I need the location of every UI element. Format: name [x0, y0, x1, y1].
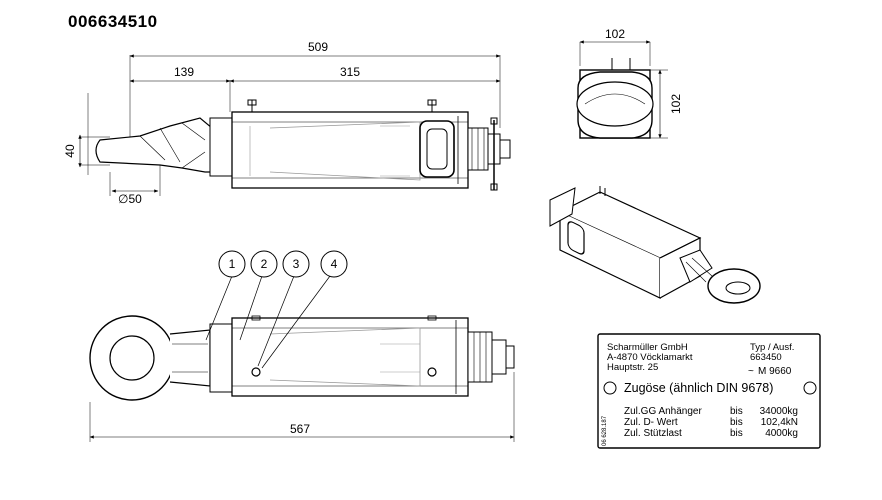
bottom-plan-view — [89, 250, 515, 442]
plate-street: Hauptstr. 25 — [607, 362, 658, 373]
callout-4: 4 — [331, 257, 338, 271]
plate-company: Scharmüller GmbH — [607, 342, 688, 353]
plate-row-value-3: 4000kg — [765, 428, 798, 439]
plate-row-bis-2: bis — [730, 417, 743, 428]
plate-type-label: Typ / Ausf. — [750, 342, 794, 353]
plate-wave-icon: ~ — [748, 366, 754, 377]
callout-2: 2 — [261, 257, 268, 271]
plate-product: Zugöse (ähnlich DIN 9678) — [624, 381, 773, 395]
plate-row-value-2: 102,4kN — [761, 417, 798, 428]
dim-total-length-bottom: 567 — [290, 422, 310, 436]
plate-row-label-3: Zul. Stützlast — [624, 428, 682, 439]
plate-address: A-4870 Vöcklamarkt — [607, 352, 693, 363]
dim-left-length: 139 — [174, 65, 194, 79]
dim-end-height: 102 — [669, 94, 683, 114]
plate-side-code: 06 628.187 — [602, 415, 608, 446]
callout-1: 1 — [229, 257, 236, 271]
dim-end-width: 102 — [605, 27, 625, 41]
plate-row-label-2: Zul. D- Wert — [624, 417, 678, 428]
dim-total-length-top: 509 — [308, 40, 328, 54]
plate-row-label-1: Zul.GG Anhänger — [624, 406, 702, 417]
callout-3: 3 — [293, 257, 300, 271]
plate-mark: M 9660 — [758, 366, 792, 377]
isometric-view — [549, 186, 761, 304]
plate-row-bis-3: bis — [730, 428, 743, 439]
top-side-view — [78, 54, 511, 196]
plate-type-value: 663450 — [750, 352, 782, 363]
end-view — [576, 40, 668, 139]
dim-eye-height: 40 — [63, 144, 77, 158]
plate-row-bis-1: bis — [730, 406, 743, 417]
name-plate: Scharmüller GmbH A-4870 Vöcklamarkt Haup… — [597, 333, 821, 449]
dim-eye-diameter: ∅50 — [118, 192, 142, 206]
plate-row-value-1: 34000kg — [760, 406, 798, 417]
drawing-title: 006634510 — [68, 12, 158, 31]
dim-right-length: 315 — [340, 65, 360, 79]
